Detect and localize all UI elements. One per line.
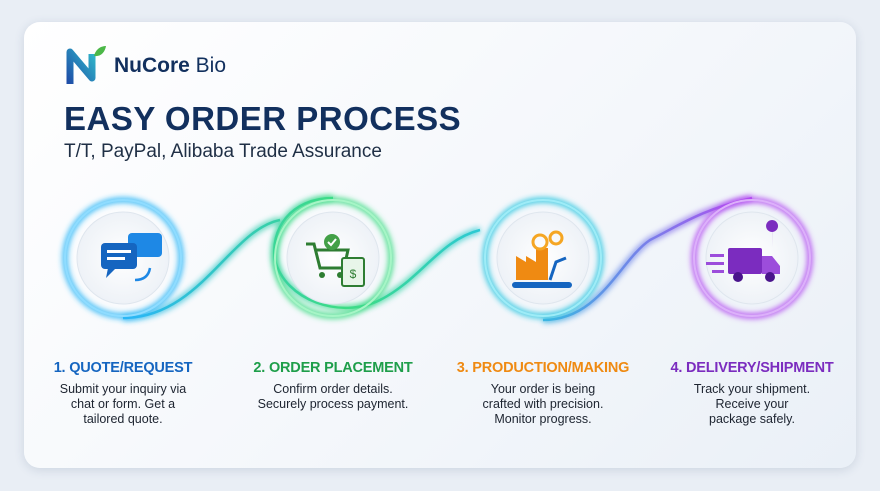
step-description: Your order is being crafted with precisi… bbox=[482, 382, 604, 426]
brand-name-light: Bio bbox=[189, 54, 227, 77]
step-order-placement: 2. ORDER PLACEMENT Confirm order details… bbox=[233, 360, 433, 412]
step-delivery-shipment: 4. DELIVERY/SHIPMENT Track your shipment… bbox=[652, 360, 852, 427]
connector-wave bbox=[122, 195, 753, 323]
step-quote-request: 1. QUOTE/REQUEST Submit your inquiry via… bbox=[23, 360, 223, 427]
step-title: 1. QUOTE/REQUEST bbox=[53, 360, 193, 376]
step-description: Confirm order details. Securely process … bbox=[257, 382, 409, 411]
shopping-cart-invoice-icon: $ bbox=[306, 234, 365, 287]
step-production-making: 3. PRODUCTION/MAKING Your order is being… bbox=[443, 360, 643, 427]
step-title: 4. DELIVERY/SHIPMENT bbox=[670, 360, 834, 376]
chat-bubbles-icon bbox=[101, 233, 162, 282]
brand-name-bold: NuCore bbox=[114, 54, 190, 77]
factory-gears-icon bbox=[512, 230, 572, 288]
page-subtitle: T/T, PayPal, Alibaba Trade Assurance bbox=[64, 141, 382, 162]
step-description: Track your shipment. Receive your packag… bbox=[693, 382, 811, 426]
step-title: 3. PRODUCTION/MAKING bbox=[456, 360, 630, 376]
step-description: Submit your inquiry via chat or form. Ge… bbox=[59, 382, 187, 426]
delivery-truck-icon bbox=[706, 220, 780, 282]
brand-logo: NuCore Bio bbox=[64, 44, 226, 88]
page-title: EASY ORDER PROCESS bbox=[64, 100, 462, 137]
nucore-logo-icon bbox=[66, 46, 106, 84]
step-2-ring bbox=[272, 197, 394, 319]
svg-text:$: $ bbox=[350, 267, 357, 281]
step-title: 2. ORDER PLACEMENT bbox=[253, 360, 413, 376]
